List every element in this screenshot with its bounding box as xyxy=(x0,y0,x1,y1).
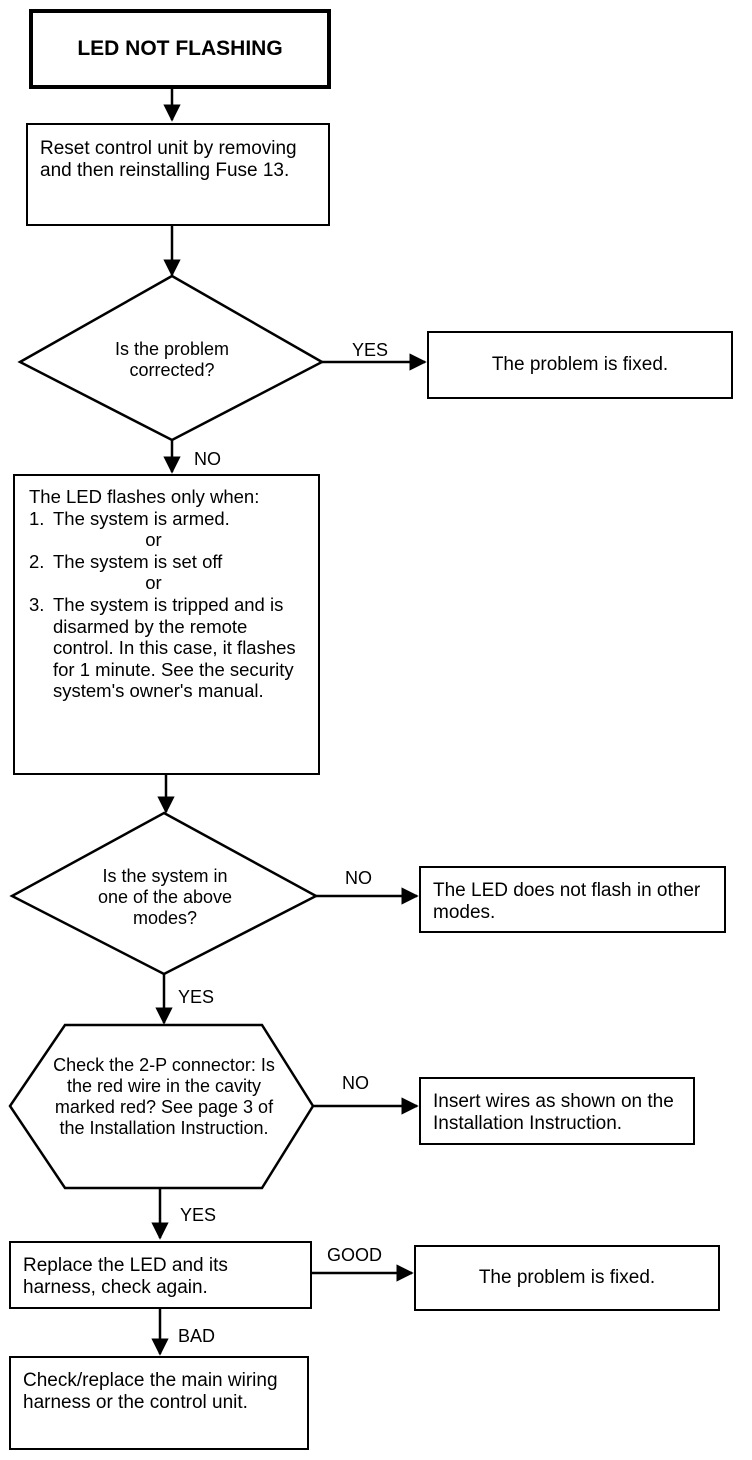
insert-wires-text: Insert wires as shown on the Installatio… xyxy=(433,1091,674,1134)
question-modes: Is the system in one of the above modes? xyxy=(92,866,238,929)
question-corrected-text: Is the problem corrected? xyxy=(114,339,230,380)
label-replace-good: GOOD xyxy=(327,1245,383,1265)
info-box: The LED flashes only when: 1. The system… xyxy=(13,474,320,775)
info-list: 1. The system is armed. or 2. The system… xyxy=(29,508,308,702)
info-item-3: 3. The system is tripped and is disarmed… xyxy=(29,594,308,702)
info-number-1: 1. xyxy=(29,507,45,529)
label-corrected-yes: YES xyxy=(352,340,389,360)
info-item-1: 1. The system is armed. xyxy=(29,508,308,530)
other-modes-text: The LED does not flash in other modes. xyxy=(433,880,701,923)
info-item-1-text: The system is armed. xyxy=(53,507,230,529)
start-box: LED NOT FLASHING xyxy=(29,9,331,89)
decision-diamond-modes xyxy=(9,811,319,976)
other-modes-box: The LED does not flash in other modes. xyxy=(419,866,726,933)
decision-diamond-corrected xyxy=(17,274,325,442)
info-item-2: 2. The system is set off xyxy=(29,551,308,573)
start-label: LED NOT FLASHING xyxy=(77,37,283,60)
check-connector: Check the 2-P connector: Is the red wire… xyxy=(50,1055,278,1139)
question-corrected: Is the problem corrected? xyxy=(92,339,252,381)
info-number-3: 3. xyxy=(29,593,45,615)
info-or-2: or xyxy=(29,572,308,594)
label-replace-bad: BAD xyxy=(178,1326,216,1346)
label-connector-no: NO xyxy=(342,1073,369,1093)
replace-led-text: Replace the LED and its harness, check a… xyxy=(23,1255,228,1298)
fixed-text-1: The problem is fixed. xyxy=(491,354,669,375)
info-intro: The LED flashes only when: xyxy=(29,486,260,507)
check-main-text: Check/replace the main wiring harness or… xyxy=(23,1370,278,1413)
decision-hexagon-connector xyxy=(8,1023,315,1190)
info-or-1: or xyxy=(29,529,308,551)
or-text-1: or xyxy=(145,529,162,551)
or-text-2: or xyxy=(145,572,162,594)
insert-wires-box: Insert wires as shown on the Installatio… xyxy=(419,1077,695,1145)
check-main-box: Check/replace the main wiring harness or… xyxy=(9,1356,309,1450)
question-modes-text: Is the system in one of the above modes? xyxy=(97,866,233,928)
label-modes-no: NO xyxy=(345,868,372,888)
label-modes-yes: YES xyxy=(178,987,215,1007)
check-connector-text: Check the 2-P connector: Is the red wire… xyxy=(53,1055,275,1138)
info-number-2: 2. xyxy=(29,550,45,572)
label-corrected-no: NO xyxy=(194,449,221,469)
label-connector-yes: YES xyxy=(180,1205,217,1225)
fixed-box-2: The problem is fixed. xyxy=(414,1245,720,1311)
info-item-2-text: The system is set off xyxy=(53,550,223,572)
fixed-box-1: The problem is fixed. xyxy=(427,331,733,399)
info-item-3-text: The system is tripped and is disarmed by… xyxy=(53,593,296,702)
reset-box: Reset control unit by removing and then … xyxy=(26,123,330,226)
replace-led-box: Replace the LED and its harness, check a… xyxy=(9,1241,312,1309)
reset-text: Reset control unit by removing and then … xyxy=(40,138,297,181)
fixed-text-2: The problem is fixed. xyxy=(478,1267,656,1288)
